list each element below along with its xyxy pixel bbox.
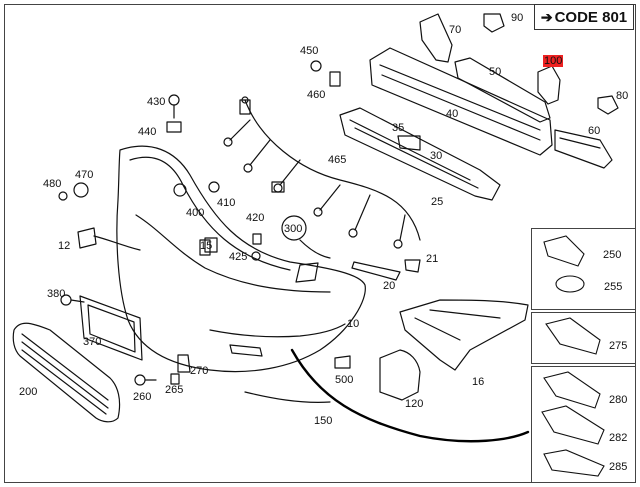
label-10: 10: [347, 318, 360, 330]
label-430: 430: [147, 96, 166, 108]
label-282: 282: [609, 432, 628, 444]
side-bracket: [399, 299, 529, 371]
label-50: 50: [489, 66, 502, 78]
label-280: 280: [609, 394, 628, 406]
label-285: 285: [609, 461, 628, 473]
label-420: 420: [246, 212, 265, 224]
label-200: 200: [19, 386, 38, 398]
label-80: 80: [616, 90, 629, 102]
lower-grille: [12, 322, 121, 423]
label-35: 35: [392, 122, 405, 134]
label-440: 440: [138, 126, 157, 138]
code-label-box: ➔ CODE 801: [534, 4, 634, 30]
label-90: 90: [511, 12, 524, 24]
option-box-275: [531, 312, 636, 364]
code-text: CODE 801: [554, 8, 628, 26]
label-370: 370: [83, 336, 102, 348]
label-16: 16: [472, 376, 485, 388]
label-21: 21: [426, 253, 439, 265]
label-260: 260: [133, 391, 152, 403]
label-400: 400: [186, 207, 205, 219]
label-20: 20: [383, 280, 396, 292]
label-380: 380: [47, 288, 66, 300]
arrow-right-icon: ➔: [540, 8, 553, 25]
option-box-250-255: [531, 228, 636, 310]
label-15: 15: [200, 240, 213, 252]
label-425: 425: [229, 251, 248, 263]
label-480: 480: [43, 178, 62, 190]
label-410: 410: [217, 197, 236, 209]
label-30: 30: [430, 150, 443, 162]
plate-holder: [79, 295, 143, 361]
label-60: 60: [588, 125, 601, 137]
label-250: 250: [603, 249, 622, 261]
label-12: 12: [58, 240, 71, 252]
label-465: 465: [328, 154, 347, 166]
label-470: 470: [75, 169, 94, 181]
label-255: 255: [604, 281, 623, 293]
label-300: 300: [284, 223, 303, 235]
label-265: 265: [165, 384, 184, 396]
label-500: 500: [335, 374, 354, 386]
impact-bar: [339, 107, 501, 201]
label-120: 120: [405, 398, 424, 410]
label-460: 460: [307, 89, 326, 101]
label-70: 70: [449, 24, 462, 36]
bumper-cover: [116, 145, 366, 373]
label-270: 270: [190, 365, 209, 377]
option-box-280-285: [531, 366, 636, 483]
label-100: 100: [543, 55, 564, 67]
wiring-harness: [244, 99, 421, 241]
label-40: 40: [446, 108, 459, 120]
label-25: 25: [431, 196, 444, 208]
label-275: 275: [609, 340, 628, 352]
label-450: 450: [300, 45, 319, 57]
label-150: 150: [314, 415, 333, 427]
